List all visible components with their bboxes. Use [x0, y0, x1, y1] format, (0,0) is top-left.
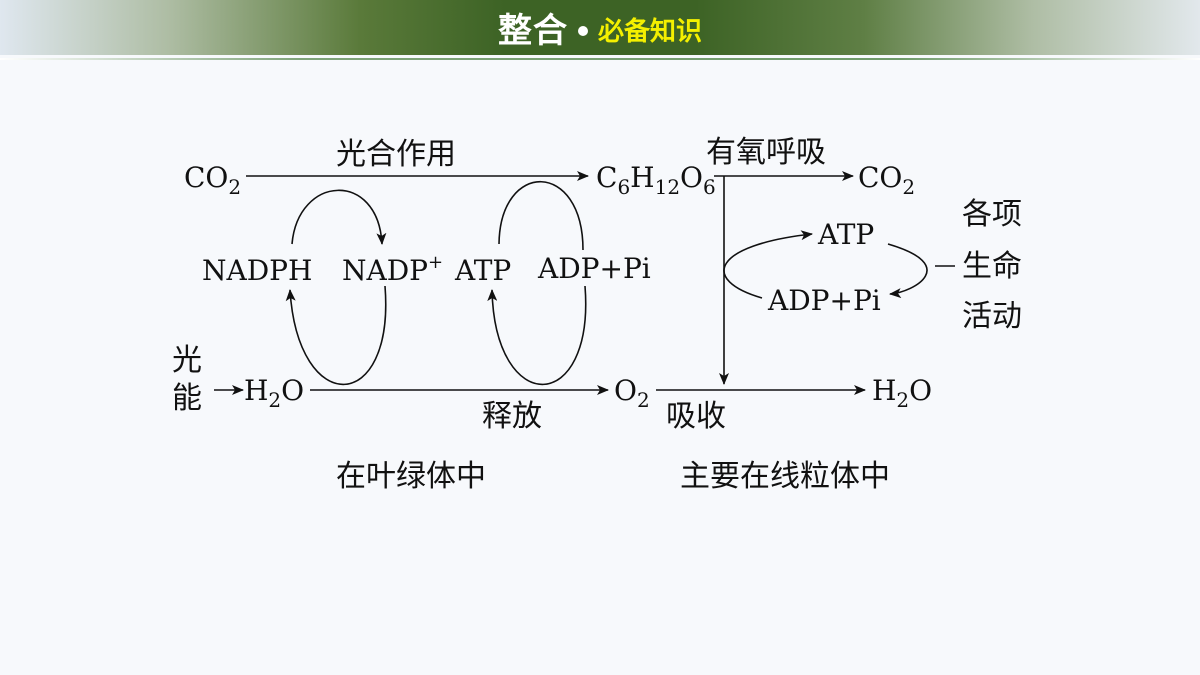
glucose-label: C6H12O6	[596, 161, 716, 199]
activity-label-3: 活动	[962, 299, 1022, 334]
header-main-title: 整合	[497, 11, 568, 51]
h2o-right-label: H2O	[872, 374, 932, 412]
co2-left-label: CO2	[184, 161, 241, 199]
header-bullet-icon	[577, 25, 588, 36]
adp-pi-left-label: ADP+Pi	[537, 252, 651, 285]
light-energy-label-2: 能	[172, 381, 202, 416]
header-title: 整合 必备知识	[0, 0, 1200, 55]
header-subtitle: 必备知识	[597, 17, 702, 47]
nadp-label: NADP+	[342, 252, 443, 287]
atp-bottom-arc	[487, 285, 587, 386]
absorb-label: 吸收	[666, 399, 726, 434]
mitochondria-location-label: 主要在线粒体中	[680, 459, 890, 494]
atp-right-label: ATP	[817, 218, 874, 251]
chloroplast-location-label: 在叶绿体中	[336, 459, 486, 494]
o2-label: O2	[614, 374, 650, 412]
header-divider	[0, 58, 1200, 60]
adp-pi-right-label: ADP+Pi	[767, 284, 881, 317]
resp-atp-lower-arc	[887, 243, 928, 299]
atp-top-arc	[498, 181, 584, 251]
resp-atp-upper-arc	[723, 230, 813, 299]
co2-right-label: CO2	[858, 161, 915, 199]
activity-label-1: 各项	[962, 197, 1022, 232]
nadph-top-arc	[291, 189, 387, 245]
nadph-bottom-arc	[285, 285, 387, 386]
photosynthesis-label: 光合作用	[336, 137, 456, 172]
aerobic-respiration-label: 有氧呼吸	[706, 135, 826, 170]
light-energy-label-1: 光	[172, 343, 202, 378]
nadph-label: NADPH	[202, 254, 312, 287]
activity-label-2: 生命	[962, 249, 1022, 284]
header-bar	[0, 0, 1200, 55]
atp-left-label: ATP	[454, 254, 511, 287]
release-label: 释放	[482, 399, 542, 434]
h2o-left-label: H2O	[244, 374, 304, 412]
